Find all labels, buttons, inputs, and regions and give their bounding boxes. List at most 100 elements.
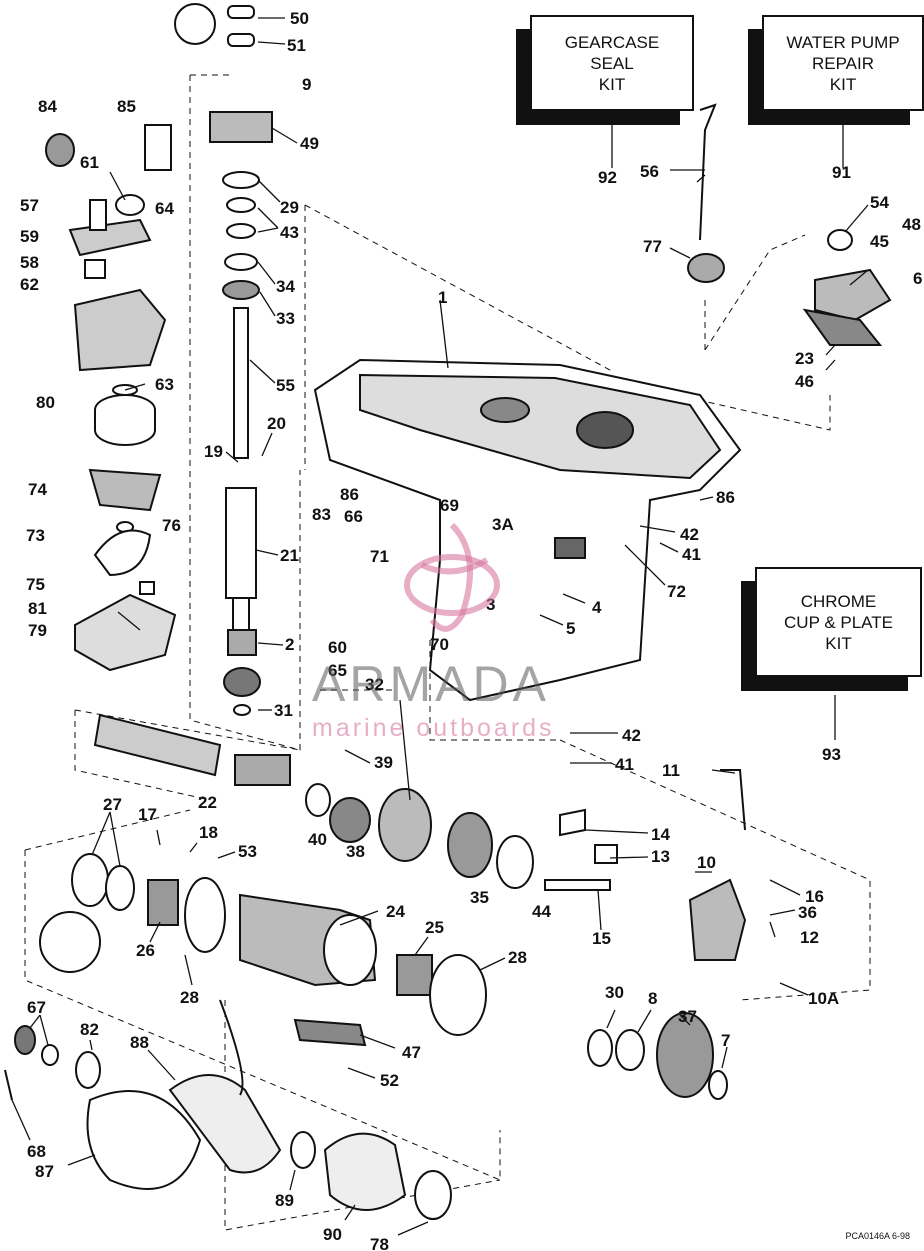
callout-12: 12 <box>800 928 819 947</box>
callout-54: 54 <box>870 193 889 212</box>
callout-38: 38 <box>346 842 365 861</box>
callout-28a: 28 <box>180 988 199 1007</box>
callout-64: 64 <box>155 199 174 218</box>
chrome-cup-plate-kit-box: CHROME CUP & PLATE KIT <box>755 567 922 677</box>
prop-shaft-and-gears <box>93 713 618 891</box>
callout-53: 53 <box>238 842 257 861</box>
callout-90: 90 <box>323 1225 342 1244</box>
callout-88: 88 <box>130 1033 149 1052</box>
callout-65: 65 <box>328 661 347 680</box>
gearcase-housing <box>313 358 742 702</box>
callout-3A: 3A <box>492 515 514 534</box>
callout-56: 56 <box>640 162 659 181</box>
callout-13: 13 <box>651 847 670 866</box>
callout-42a: 42 <box>680 525 699 544</box>
callout-76: 76 <box>162 516 181 535</box>
assembly-dashed-outlines <box>24 74 871 1231</box>
callout-50: 50 <box>290 9 309 28</box>
water-pump-parts <box>45 124 177 672</box>
callout-23: 23 <box>795 349 814 368</box>
callout-61: 61 <box>80 153 99 172</box>
callout-82: 82 <box>80 1020 99 1039</box>
callout-74: 74 <box>28 480 47 499</box>
callout-31: 31 <box>274 701 293 720</box>
callout-4: 4 <box>592 598 602 617</box>
callout-40: 40 <box>308 830 327 849</box>
callout-24: 24 <box>386 902 405 921</box>
callout-20: 20 <box>267 414 286 433</box>
callout-51: 51 <box>287 36 306 55</box>
callout-86b: 86 <box>716 488 735 507</box>
callout-78: 78 <box>370 1235 389 1251</box>
callout-37: 37 <box>678 1007 697 1026</box>
callout-22: 22 <box>198 793 217 812</box>
callout-15: 15 <box>592 929 611 948</box>
callout-55: 55 <box>276 376 295 395</box>
callout-85: 85 <box>117 97 136 116</box>
callout-80: 80 <box>36 393 55 412</box>
callout-11: 11 <box>662 761 680 780</box>
gearcase-seal-kit-number: 92 <box>598 168 617 187</box>
callout-42b: 42 <box>622 726 641 745</box>
callout-7: 7 <box>721 1031 730 1050</box>
callout-63: 63 <box>155 375 174 394</box>
callout-39: 39 <box>374 753 393 772</box>
water-pump-kit-box: WATER PUMP REPAIR KIT <box>762 15 924 111</box>
callout-66: 66 <box>344 507 363 526</box>
bearing-carrier-parts <box>39 853 728 1100</box>
callout-72: 72 <box>667 582 686 601</box>
callout-5: 5 <box>566 619 575 638</box>
callout-57: 57 <box>20 196 39 215</box>
callout-44: 44 <box>532 902 551 921</box>
driveshaft-stack <box>174 3 273 716</box>
callout-77: 77 <box>643 237 662 256</box>
chrome-cup-plate-kit-number: 93 <box>822 745 841 764</box>
callout-89: 89 <box>275 1191 294 1210</box>
callout-84: 84 <box>38 97 57 116</box>
callout-21: 21 <box>280 546 299 565</box>
callout-60: 60 <box>328 638 347 657</box>
callout-49: 49 <box>300 134 319 153</box>
callout-47: 47 <box>402 1043 421 1062</box>
callout-10: 10 <box>697 853 716 872</box>
callout-79: 79 <box>28 621 47 640</box>
callout-34: 34 <box>276 277 295 296</box>
callout-3: 3 <box>486 595 495 614</box>
callout-8: 8 <box>648 989 657 1008</box>
callout-75: 75 <box>26 575 45 594</box>
callout-27: 27 <box>103 795 122 814</box>
callout-67: 67 <box>27 998 46 1017</box>
callout-35: 35 <box>470 888 489 907</box>
callout-2: 2 <box>285 635 294 654</box>
callout-52: 52 <box>380 1071 399 1090</box>
callout-17: 17 <box>138 805 157 824</box>
callout-19: 19 <box>204 442 223 461</box>
propeller <box>4 999 452 1220</box>
callout-28b: 28 <box>508 948 527 967</box>
right-side-parts <box>687 103 892 961</box>
callout-48: 48 <box>902 215 921 234</box>
callout-69: 69 <box>440 496 459 515</box>
gearcase-seal-kit-box: GEARCASE SEAL KIT <box>530 15 694 111</box>
callout-16: 16 <box>805 887 824 906</box>
callout-86a: 86 <box>340 485 359 504</box>
callout-45: 45 <box>870 232 889 251</box>
callout-29: 29 <box>280 198 299 217</box>
callout-81: 81 <box>28 599 47 618</box>
callout-70: 70 <box>430 635 449 654</box>
callout-62: 62 <box>20 275 39 294</box>
callout-46: 46 <box>795 372 814 391</box>
callout-9: 9 <box>302 75 311 94</box>
callout-43: 43 <box>280 223 299 242</box>
watermark-logo-icon <box>404 522 500 632</box>
callout-leader-lines <box>11 17 869 1236</box>
callout-68: 68 <box>27 1142 46 1161</box>
callout-10A: 10A <box>808 989 839 1008</box>
callout-numbers: 50 51 9 49 29 43 34 33 55 20 19 21 2 32 … <box>20 9 922 1251</box>
callout-6: 6 <box>913 269 922 288</box>
callout-26: 26 <box>136 941 155 960</box>
callout-30: 30 <box>605 983 624 1002</box>
callout-18: 18 <box>199 823 218 842</box>
callout-71: 71 <box>370 547 389 566</box>
